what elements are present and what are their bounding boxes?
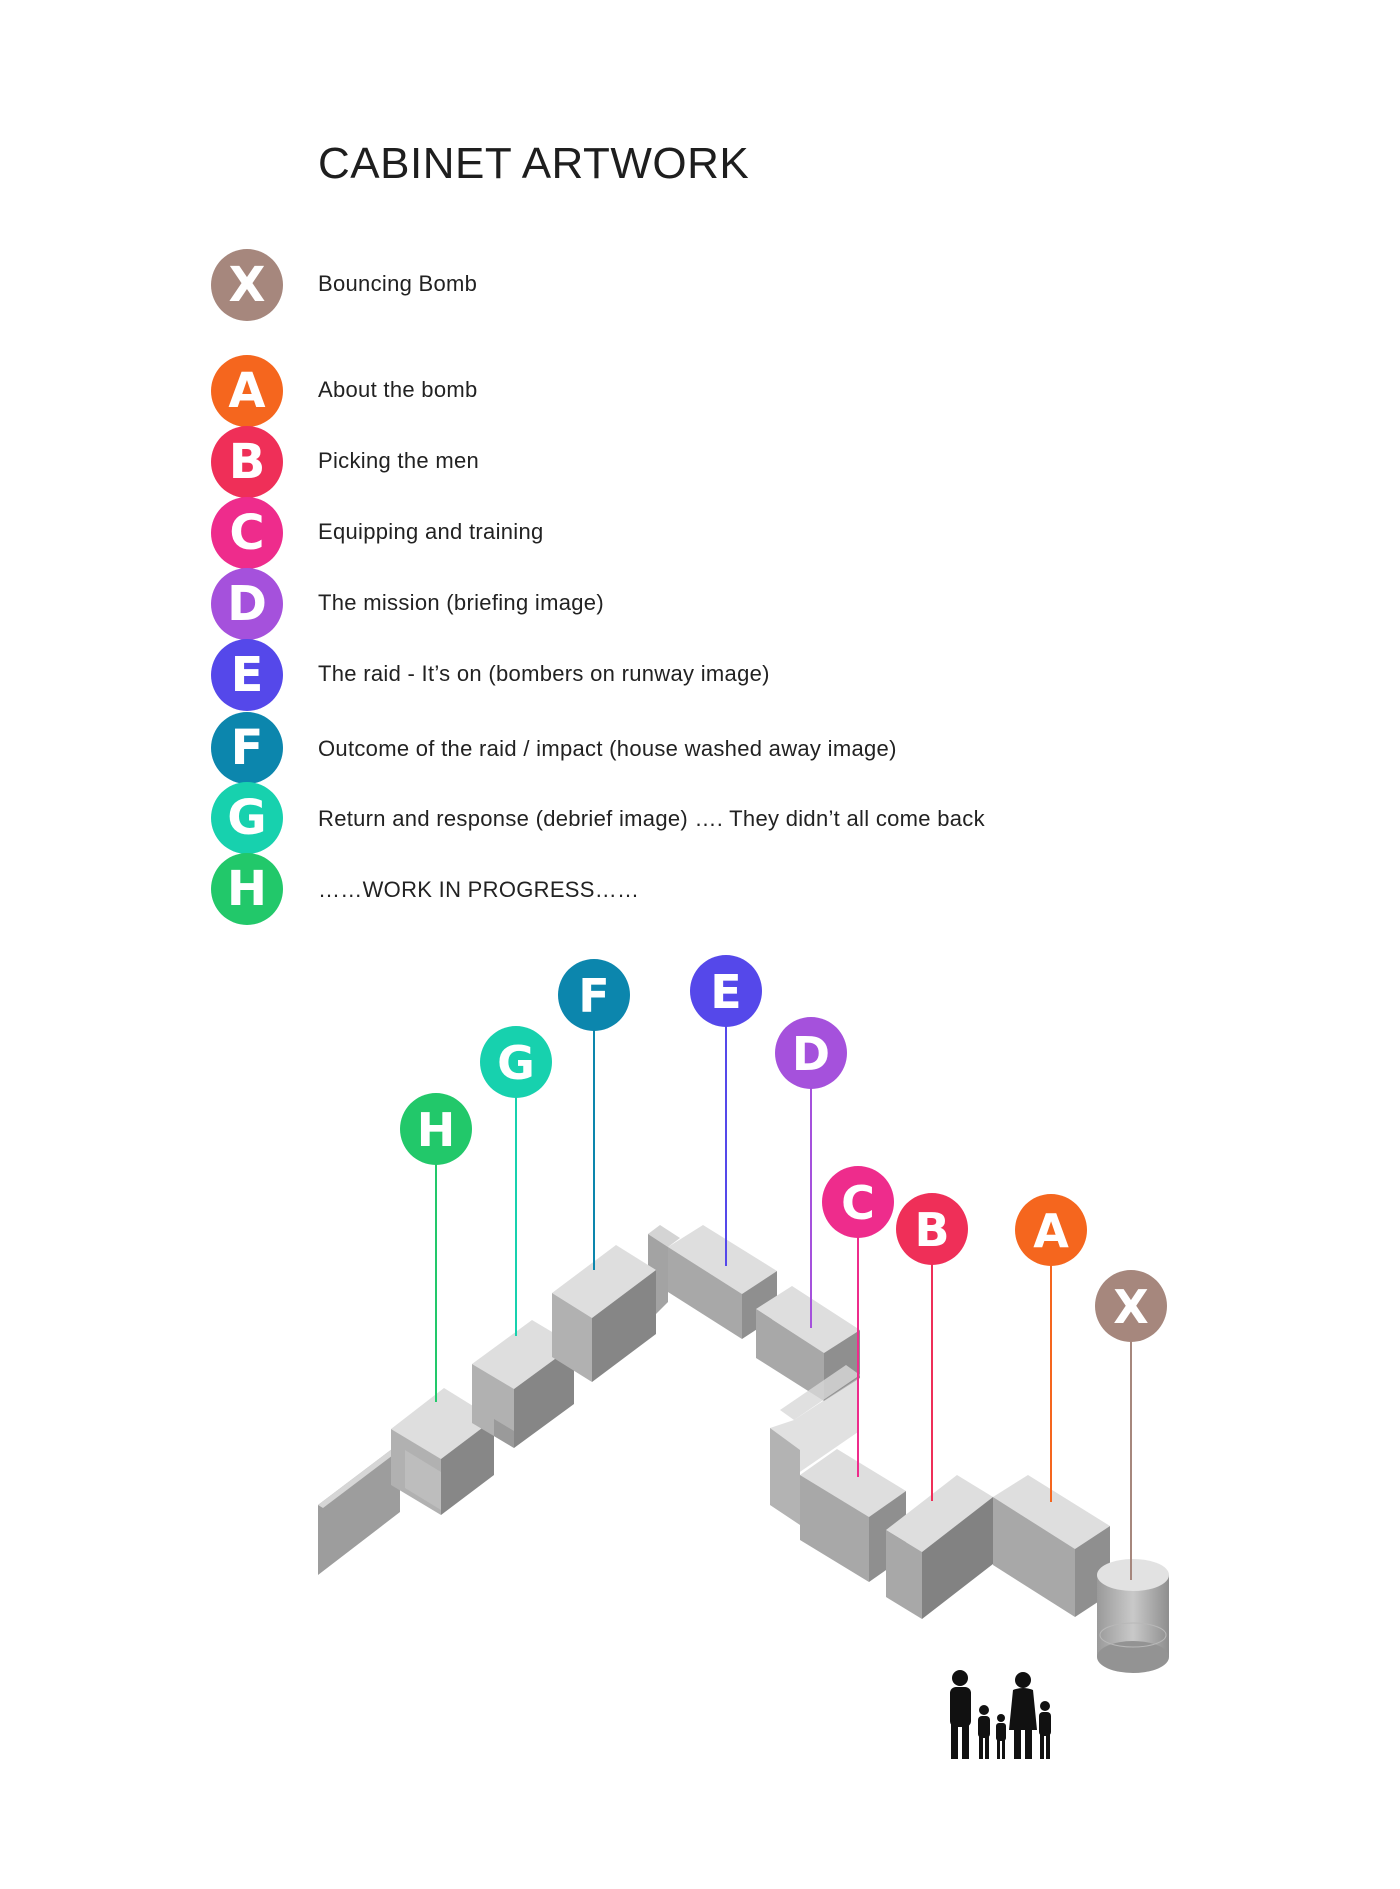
family-silhouette — [950, 1670, 1051, 1759]
marker-c: C — [822, 1166, 894, 1238]
legend-label-d: The mission (briefing image) — [318, 590, 604, 615]
badge-x: X — [211, 249, 283, 321]
marker-e: E — [690, 955, 762, 1027]
legend-label-e: The raid - It’s on (bombers on runway im… — [318, 661, 770, 686]
legend-item-h: H ……WORK IN PROGRESS…… — [211, 853, 1111, 925]
left-wall-panel — [318, 1443, 405, 1575]
badge-b: B — [211, 426, 283, 498]
cabinet-f-block — [552, 1245, 656, 1382]
legend-item-c: C Equipping and training — [211, 497, 1111, 569]
marker-a: A — [1015, 1194, 1087, 1266]
marker-g-letter: G — [497, 1036, 535, 1090]
marker-b: B — [896, 1193, 968, 1265]
legend-item-g: G Return and response (debrief image) ….… — [211, 782, 1111, 854]
cabinet-e-block — [668, 1225, 777, 1339]
legend-item-f: F Outcome of the raid / impact (house wa… — [211, 712, 1111, 784]
marker-a-letter: A — [1033, 1204, 1069, 1258]
badge-h: H — [211, 853, 283, 925]
legend-item-e: E The raid - It’s on (bombers on runway … — [211, 639, 1111, 711]
page-title: CABINET ARTWORK — [318, 139, 750, 188]
legend-item-a: A About the bomb — [211, 355, 1111, 427]
legend-label-h: ……WORK IN PROGRESS…… — [318, 877, 640, 902]
cabinet-h-block — [391, 1388, 494, 1515]
legend-item-b: B Picking the men — [211, 426, 1111, 498]
marker-g: G — [480, 1026, 552, 1098]
legend-item-d: D The mission (briefing image) — [211, 568, 1111, 640]
marker-f-letter: F — [578, 969, 609, 1023]
marker-h-letter: H — [417, 1103, 456, 1157]
bomb-cylinder — [1097, 1559, 1169, 1673]
marker-f: F — [558, 959, 630, 1031]
legend-item-x: X Bouncing Bomb — [211, 249, 1111, 321]
marker-d-letter: D — [792, 1027, 830, 1081]
badge-d: D — [211, 568, 283, 640]
transparent-step — [770, 1365, 860, 1525]
badge-g: G — [211, 782, 283, 854]
cabinet-g-block — [472, 1320, 574, 1448]
marker-b-letter: B — [914, 1203, 949, 1257]
legend-label-f: Outcome of the raid / impact (house wash… — [318, 736, 897, 761]
legend-label-g: Return and response (debrief image) …. T… — [318, 806, 985, 831]
cabinet-b-block — [886, 1475, 993, 1619]
marker-x: X — [1095, 1270, 1167, 1342]
leader-lines — [435, 1024, 1132, 1580]
legend-label-x: Bouncing Bomb — [318, 271, 478, 296]
badge-c: C — [211, 497, 283, 569]
badge-e: E — [211, 639, 283, 711]
marker-e-letter: E — [710, 965, 741, 1019]
marker-h: H — [400, 1093, 472, 1165]
badge-f: F — [211, 712, 283, 784]
corner-connector — [648, 1225, 680, 1314]
marker-c-letter: C — [841, 1176, 875, 1230]
legend-label-a: About the bomb — [318, 377, 478, 402]
marker-x-letter: X — [1113, 1280, 1148, 1334]
badge-a: A — [211, 355, 283, 427]
legend-label-c: Equipping and training — [318, 519, 544, 544]
legend-label-b: Picking the men — [318, 448, 480, 473]
marker-d: D — [775, 1017, 847, 1089]
